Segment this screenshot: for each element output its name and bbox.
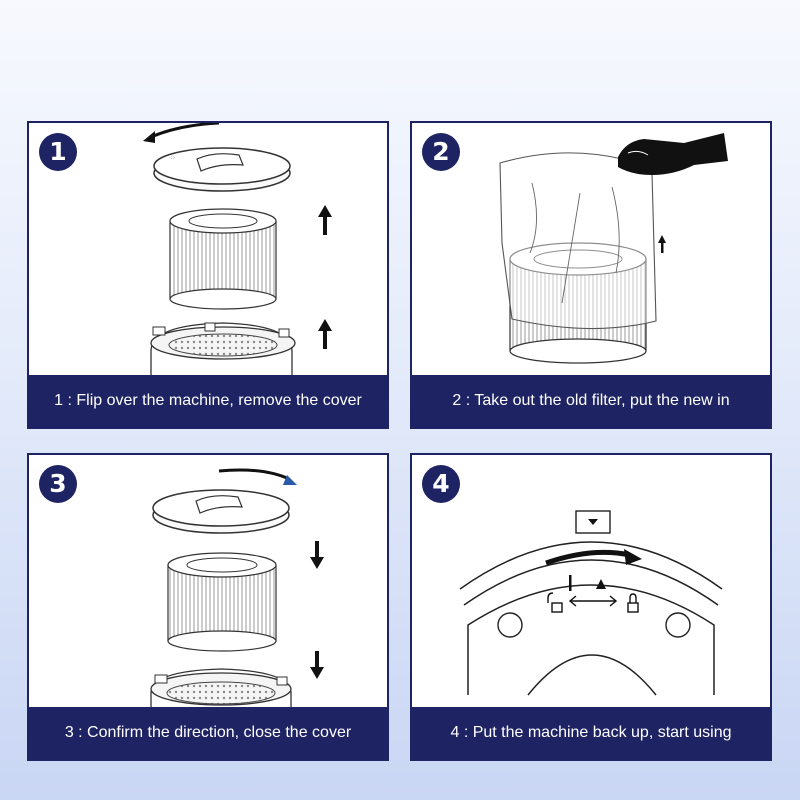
step-3-panel: 3 3 : Confirm the direction, close the c… — [27, 453, 389, 761]
down-arrow-icon — [310, 541, 324, 569]
step-4-illustration — [459, 510, 723, 696]
step-number-badge: 1 — [39, 133, 77, 171]
step-1-panel: ·::· 1 1 : Flip over the machine, r — [27, 121, 389, 429]
double-arrow-icon — [568, 595, 618, 607]
step-caption: 1 : Flip over the machine, remove the co… — [29, 375, 387, 427]
step-caption: 3 : Confirm the direction, close the cov… — [29, 707, 387, 759]
latch-tab-icon — [575, 510, 611, 534]
step-1-illustration: ·::· — [143, 123, 332, 377]
plastic-bag-icon — [499, 152, 657, 330]
filter-cover-icon: ·::· — [153, 147, 291, 192]
rotate-arrow-icon — [150, 123, 220, 139]
unlock-icon — [547, 592, 563, 613]
screw-hole-icon — [665, 612, 691, 638]
step-caption: 2 : Take out the old filter, put the new… — [412, 375, 770, 427]
filter-cartridge-icon — [167, 552, 277, 652]
hand-icon — [618, 133, 728, 175]
up-arrow-icon — [318, 319, 332, 349]
filter-cartridge-icon — [169, 208, 277, 310]
lock-icon — [627, 593, 639, 613]
step-number-badge: 2 — [422, 133, 460, 171]
machine-rim-icon — [459, 541, 723, 590]
rotate-arrow-head-icon — [143, 131, 155, 143]
filter-cartridge-icon — [509, 242, 647, 364]
up-arrow-icon — [658, 235, 666, 253]
filter-cover-icon — [152, 489, 290, 534]
up-arrow-icon — [318, 205, 332, 235]
svg-text:·::·: ·::· — [169, 155, 176, 161]
down-arrow-icon — [310, 651, 324, 679]
alignment-mark-icon — [569, 575, 572, 591]
step-2-panel: 2 2 : Take out the old filter, put the n… — [410, 121, 772, 429]
screw-hole-icon — [497, 612, 523, 638]
machine-base-icon — [150, 322, 296, 377]
rotate-arrow-icon — [545, 549, 631, 566]
alignment-triangle-icon — [596, 579, 606, 589]
step-2-illustration — [499, 133, 728, 364]
step-number-badge: 3 — [39, 465, 77, 503]
rotate-arrow-head-icon — [624, 549, 642, 565]
rotate-arrow-head-icon — [283, 475, 297, 485]
step-4-panel: 4 4 : Put the machine back up, start usi… — [410, 453, 772, 761]
step-number-badge: 4 — [422, 465, 460, 503]
machine-base-icon — [150, 668, 292, 709]
step-caption: 4 : Put the machine back up, start using — [412, 707, 770, 759]
step-3-illustration — [150, 468, 324, 709]
rotate-arrow-icon — [218, 468, 290, 481]
